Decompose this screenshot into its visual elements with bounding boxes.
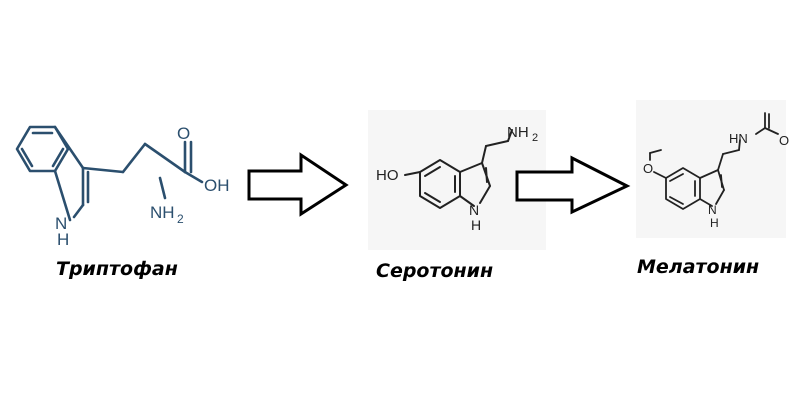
melatonin-caption: Мелатонин — [637, 256, 760, 278]
serotonin-atom-nh: NH — [507, 124, 529, 141]
serotonin-caption: Серотонин — [376, 260, 494, 282]
tryptophan-atom-nh2-subscript: 2 — [177, 212, 184, 226]
tryptophan-atom-h: H — [57, 230, 69, 249]
serotonin-atom-h: H — [471, 217, 481, 233]
melatonin-atom-n: N — [708, 203, 717, 217]
tryptophan-atom-o: O — [177, 124, 190, 143]
melatonin-atom-hn: HN — [729, 131, 748, 146]
melatonin-atom-h: H — [710, 216, 719, 230]
tryptophan-atom-oh: OH — [204, 176, 230, 195]
melatonin-atom-o-acyl: O — [779, 133, 789, 148]
serotonin-atom-nh2-subscript: 2 — [532, 132, 538, 144]
serotonin-atom-ho: HO — [376, 167, 399, 184]
melatonin-background-panel — [636, 100, 786, 238]
serotonin-atom-n: N — [469, 202, 479, 218]
tryptophan-caption: Триптофан — [56, 258, 178, 280]
melatonin-atom-o-methoxy: O — [643, 161, 653, 176]
tryptophan-atom-n: N — [55, 214, 67, 233]
tryptophan-atom-nh: NH — [150, 203, 175, 222]
